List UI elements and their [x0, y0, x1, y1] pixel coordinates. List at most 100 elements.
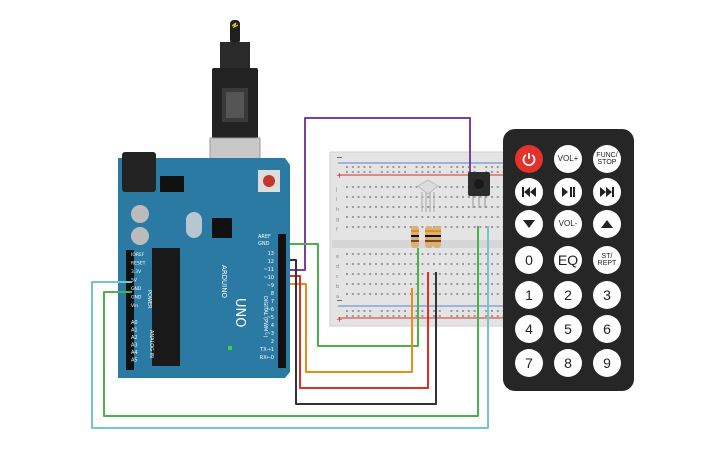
- breadboard-hole: [456, 166, 459, 168]
- remote-button-0[interactable]: 0: [515, 246, 543, 274]
- breadboard-hole: [404, 171, 406, 173]
- breadboard-hole: [392, 196, 395, 198]
- play-pause-button[interactable]: [554, 178, 582, 206]
- breadboard-hole: [409, 293, 412, 295]
- ir-receiver[interactable]: [468, 172, 490, 208]
- remote-button-1[interactable]: 1: [515, 281, 543, 309]
- remote-button-7[interactable]: 7: [515, 349, 543, 377]
- breadboard-hole: [386, 253, 389, 255]
- breadboard-hole: [421, 226, 424, 228]
- breadboard-hole: [357, 315, 360, 317]
- pin-label: A4: [131, 350, 138, 356]
- bb-row-letter: e: [336, 254, 339, 260]
- breadboard-hole: [467, 283, 470, 285]
- wire-green-gnd[interactable]: [103, 226, 479, 417]
- pin-label: GND: [131, 286, 142, 292]
- wire-black[interactable]: [290, 259, 437, 405]
- breadboard-hole: [375, 206, 377, 208]
- remote-button-func-stop[interactable]: FUNC/ STOP: [593, 145, 621, 173]
- breadboard-hole: [386, 186, 389, 188]
- breadboard-hole: [346, 293, 348, 295]
- pin-label: 7: [271, 299, 274, 305]
- breadboard-hole: [415, 216, 418, 218]
- breadboard-hole: [357, 263, 360, 265]
- breadboard-hole: [450, 310, 453, 312]
- pin-label: TX→1: [259, 347, 274, 353]
- breadboard-hole: [409, 263, 412, 265]
- remote-button-5[interactable]: 5: [554, 315, 582, 343]
- breadboard-hole: [456, 186, 459, 188]
- fast-forward-button[interactable]: [593, 178, 621, 206]
- arduino-board[interactable]: [118, 152, 290, 378]
- breadboard-hole: [479, 253, 482, 255]
- resistor[interactable]: [433, 226, 441, 248]
- bb-rail-sign: +: [336, 315, 343, 324]
- wire-green[interactable]: [290, 243, 419, 347]
- pin-label: A3: [131, 343, 138, 349]
- breadboard-hole: [491, 171, 493, 173]
- pin-label: A0: [131, 320, 138, 326]
- breadboard-hole: [462, 253, 464, 255]
- breadboard-hole: [467, 273, 470, 275]
- breadboard-hole: [369, 253, 372, 255]
- remote-button-vol[interactable]: VOL+: [554, 145, 582, 173]
- breadboard-hole: [421, 315, 424, 317]
- wire-purple[interactable]: [290, 117, 471, 271]
- breadboard-hole: [485, 293, 488, 295]
- breadboard-hole: [392, 216, 395, 218]
- remote-button-8[interactable]: 8: [554, 349, 582, 377]
- remote-button-st-rept[interactable]: ST/ REPT: [593, 246, 621, 274]
- remote-button-3[interactable]: 3: [593, 281, 621, 309]
- breadboard-hole: [444, 253, 447, 255]
- remote-button-2[interactable]: 2: [554, 281, 582, 309]
- breadboard-hole: [415, 293, 418, 295]
- arduino-brand: ARDUINO: [220, 265, 228, 298]
- breadboard-hole: [427, 166, 430, 168]
- breadboard-hole: [467, 263, 470, 265]
- breadboard-hole: [421, 253, 424, 255]
- rgb-led[interactable]: [417, 179, 439, 212]
- breadboard-hole: [369, 216, 372, 218]
- breadboard-hole: [456, 310, 459, 312]
- breadboard-hole: [369, 310, 372, 312]
- breadboard-hole: [491, 263, 493, 265]
- pin-label: 8: [271, 291, 274, 297]
- breadboard-hole: [392, 283, 395, 285]
- breadboard-hole: [380, 293, 383, 295]
- breadboard-hole: [380, 226, 383, 228]
- up-arrow-button[interactable]: [593, 210, 621, 238]
- breadboard-hole: [496, 171, 499, 173]
- breadboard-hole: [491, 283, 493, 285]
- usb-cable[interactable]: [212, 20, 258, 138]
- reset-button[interactable]: [263, 175, 275, 187]
- remote-button-eq[interactable]: EQ: [554, 246, 582, 274]
- breadboard-hole: [398, 206, 401, 208]
- breadboard-hole: [346, 196, 348, 198]
- remote-button-vol[interactable]: VOL-: [554, 210, 582, 238]
- power-button[interactable]: [515, 145, 543, 173]
- remote-button-label: 0: [525, 252, 533, 268]
- breadboard-hole: [473, 315, 476, 317]
- breadboard-hole: [404, 273, 406, 275]
- breadboard-hole: [467, 315, 470, 317]
- breadboard-hole: [346, 216, 348, 218]
- wire-cyan-5v[interactable]: [91, 226, 489, 429]
- resistor[interactable]: [425, 226, 433, 248]
- remote-button-label: VOL-: [558, 219, 578, 228]
- breadboard-hole: [398, 226, 401, 228]
- pin-label: 4: [271, 323, 274, 329]
- breadboard-hole: [421, 216, 424, 218]
- resistor[interactable]: [411, 226, 419, 248]
- breadboard-hole: [491, 216, 493, 218]
- remote-button-6[interactable]: 6: [593, 315, 621, 343]
- remote-button-9[interactable]: 9: [593, 349, 621, 377]
- breadboard-hole: [375, 226, 377, 228]
- rewind-button[interactable]: [515, 178, 543, 206]
- breadboard-hole: [369, 263, 372, 265]
- breadboard-hole: [496, 283, 499, 285]
- remote-button-4[interactable]: 4: [515, 315, 543, 343]
- breadboard-hole: [404, 166, 406, 168]
- breadboard-hole: [473, 206, 476, 208]
- down-arrow-button[interactable]: [515, 210, 543, 238]
